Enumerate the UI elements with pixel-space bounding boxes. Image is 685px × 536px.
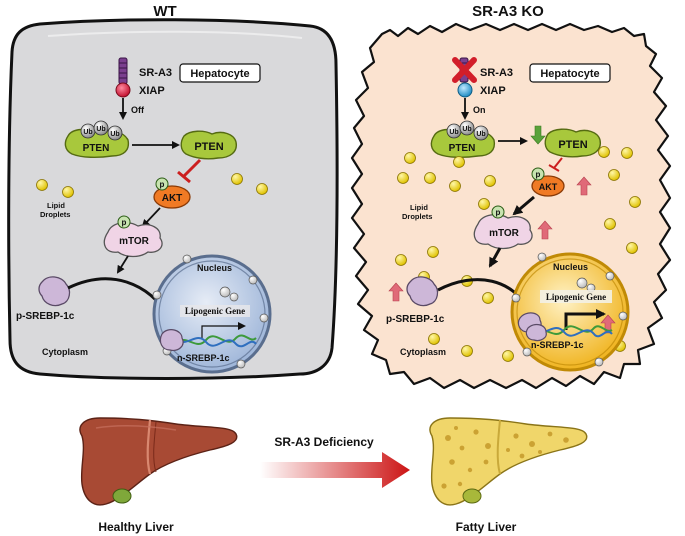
ko-lipid-label-2: Droplets: [402, 212, 432, 221]
ko-dna-icon: [533, 325, 613, 338]
healthy-liver-label: Healthy Liver: [98, 520, 174, 534]
ubiquitin-label: Ub: [449, 129, 458, 136]
wt-inner-nuclear-bodies: [219, 286, 239, 302]
ko-xiap-label: XIAP: [480, 85, 506, 97]
wt-xiap-icon: [115, 82, 131, 98]
ko-p-srebp-icon: [406, 276, 439, 307]
knockout-x-icon: [452, 57, 477, 83]
ubiquitin-icon: [459, 120, 475, 136]
phospho-icon: [491, 205, 505, 219]
ko-hepatocyte-label: Hepatocyte: [540, 68, 599, 80]
wt-cytoplasm-label: Cytoplasm: [42, 347, 88, 357]
wt-gene-label: Lipogenic Gene: [185, 306, 245, 316]
ubiquitin-icon: [473, 125, 489, 141]
fatty-liver-label: Fatty Liver: [456, 520, 517, 534]
ko-mtor-label: mTOR: [489, 228, 520, 239]
wt-pten-ub-label: PTEN: [83, 143, 110, 154]
ko-panel: SR-A3 KO Hepatocyte SR-A3 XIAP On PTEN U…: [350, 3, 672, 390]
wt-p-srebp-label: p-SREBP-1c: [16, 311, 75, 322]
wt-sra3-receptor-icon: [118, 57, 128, 85]
ko-akt-icon: [531, 175, 565, 197]
wt-lipid-label-2: Droplets: [40, 210, 70, 219]
wt-pten-ub-group: PTEN Ub Ub Ub: [64, 120, 130, 159]
phospho-label: p: [536, 170, 541, 179]
ko-inhibition-icon: [548, 157, 563, 172]
ko-hepatocyte-box: [529, 63, 611, 83]
ubiquitin-label: Ub: [476, 131, 485, 138]
ko-n-srebp-icon: [517, 312, 547, 342]
wt-dna-icon: [175, 334, 257, 348]
ko-nucleus-label: Nucleus: [553, 262, 588, 272]
phospho-label: p: [496, 208, 501, 217]
ko-akt-label: AKT: [539, 182, 558, 192]
wt-n-srebp-label: n-SREBP-1c: [177, 353, 230, 363]
wt-sra3-label: SR-A3: [139, 67, 172, 79]
ko-transcription-arrow: [564, 309, 606, 330]
ubiquitin-label: Ub: [462, 126, 471, 133]
wt-hepatocyte-box: [179, 63, 261, 83]
healthy-liver-icon: [79, 417, 238, 506]
fatty-liver-icon: [429, 417, 588, 506]
ko-pten-label: PTEN: [558, 139, 587, 151]
deficiency-label: SR-A3 Deficiency: [274, 435, 374, 449]
wt-xiap-label: XIAP: [139, 85, 165, 97]
phospho-icon: [155, 177, 169, 191]
ko-lipid-label-1: Lipid: [410, 203, 428, 212]
wt-p-srebp-icon: [38, 276, 71, 307]
ko-nucleus: [510, 252, 630, 372]
ubiquitin-label: Ub: [96, 126, 105, 133]
wt-gene-box: [180, 305, 250, 317]
wt-lipid-label-1: Lipid: [47, 201, 65, 210]
ko-gene-label: Lipogenic Gene: [546, 292, 606, 302]
ko-pten-icon: [544, 128, 601, 158]
ko-akt-arrow: [512, 195, 535, 216]
phospho-icon: [117, 215, 131, 229]
wt-akt-icon: [153, 185, 191, 209]
wt-hepatocyte-label: Hepatocyte: [190, 68, 249, 80]
ko-cytoplasm-label: Cytoplasm: [400, 347, 446, 357]
ko-mtor-arrow: [488, 247, 502, 268]
wt-title: WT: [153, 3, 176, 20]
ko-mtor-icon: [473, 213, 533, 250]
ko-n-srebp-label: n-SREBP-1c: [531, 340, 584, 350]
ubiquitin-icon: [107, 125, 123, 141]
wt-akt-arrow: [141, 207, 161, 228]
phospho-label: p: [122, 218, 127, 227]
phospho-icon: [531, 167, 545, 181]
wt-mtor-label: mTOR: [119, 236, 150, 247]
wt-nucleus-label: Nucleus: [197, 263, 232, 273]
wt-n-srebp-icon: [159, 329, 184, 351]
ko-gene-box: [540, 290, 612, 303]
deficiency-arrow-icon: [260, 452, 410, 488]
wt-transcription-arrow: [201, 322, 246, 338]
wt-akt-label: AKT: [162, 193, 183, 204]
ubiquitin-label: Ub: [110, 131, 119, 138]
ko-switch-label: On: [473, 105, 486, 115]
wt-panel: WT Hepatocyte SR-A3 XIAP Off PTEN Ub Ub: [7, 3, 339, 380]
wt-mtor-icon: [103, 221, 163, 258]
wt-pten-label: PTEN: [194, 141, 223, 153]
ko-pten-ub-label: PTEN: [449, 143, 476, 154]
ko-p-srebp-label: p-SREBP-1c: [386, 314, 445, 325]
ubiquitin-icon: [93, 120, 109, 136]
ko-xiap-icon: [457, 82, 473, 98]
bottom-section: Healthy Liver SR-A3 Deficiency Fatty Liv…: [79, 417, 588, 534]
ko-title: SR-A3 KO: [472, 3, 544, 20]
ko-pten-ub-group: PTEN Ub Ub Ub: [430, 120, 496, 159]
wt-pten-icon: [180, 130, 237, 160]
wt-switch-label: Off: [131, 105, 145, 115]
phospho-label: p: [160, 180, 165, 189]
ubiquitin-label: Ub: [83, 129, 92, 136]
wt-inhibition-icon: [177, 158, 202, 184]
ko-sra3-label: SR-A3: [480, 67, 513, 79]
wt-mtor-arrow: [116, 255, 129, 274]
